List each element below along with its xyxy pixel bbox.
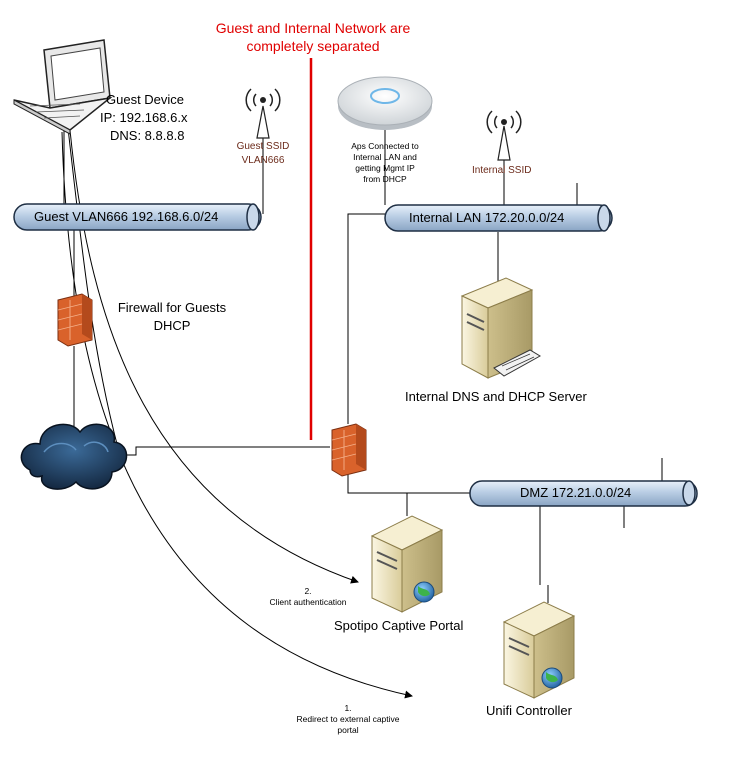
unifi-controller-label: Unifi Controller xyxy=(486,703,572,718)
dmz-pipe xyxy=(469,480,698,507)
server-icon xyxy=(502,601,576,699)
globe-icon xyxy=(541,667,563,689)
guest-vlan-pipe xyxy=(13,203,262,231)
firewall-icon xyxy=(57,293,93,347)
captive-portal-label: Spotipo Captive Portal xyxy=(334,618,464,633)
redirect-arrow xyxy=(61,131,413,699)
dmz-label: DMZ 172.21.0.0/24 xyxy=(520,485,632,500)
cloud-icon xyxy=(20,423,128,490)
firewall-guests-label: Firewall for Guests DHCP xyxy=(117,300,227,333)
firewall-icon xyxy=(331,423,367,477)
access-point-icon xyxy=(337,76,433,130)
step2-label: 2. Client authentication xyxy=(269,586,347,607)
internal-lan-label: Internal LAN 172.20.0.0/24 xyxy=(409,210,565,225)
globe-icon xyxy=(413,581,435,603)
guest-ssid-label: Guest SSID VLAN666 xyxy=(236,141,290,166)
separation-title: Guest and Internal Network are completel… xyxy=(215,20,411,54)
ap-note-label: Aps Connected to Internal LAN and gettin… xyxy=(351,141,419,184)
server-icon xyxy=(460,277,541,379)
internal-lan-pipe xyxy=(384,204,613,232)
internal-ssid-label: Internal SSID xyxy=(472,165,532,176)
dns-dhcp-server-label: Internal DNS and DHCP Server xyxy=(405,389,587,404)
laptop-icon xyxy=(13,39,113,135)
guest-device-label: Guest Device IP: 192.168.6.x DNS: 8.8.8.… xyxy=(100,92,188,143)
connection-lines xyxy=(63,128,663,603)
guest-vlan-label: Guest VLAN666 192.168.6.0/24 xyxy=(34,209,219,224)
step1-label: 1. Redirect to external captive portal xyxy=(296,703,400,735)
antenna-icon xyxy=(245,88,281,139)
antenna-icon xyxy=(486,110,522,161)
auth-arrow xyxy=(69,129,359,584)
